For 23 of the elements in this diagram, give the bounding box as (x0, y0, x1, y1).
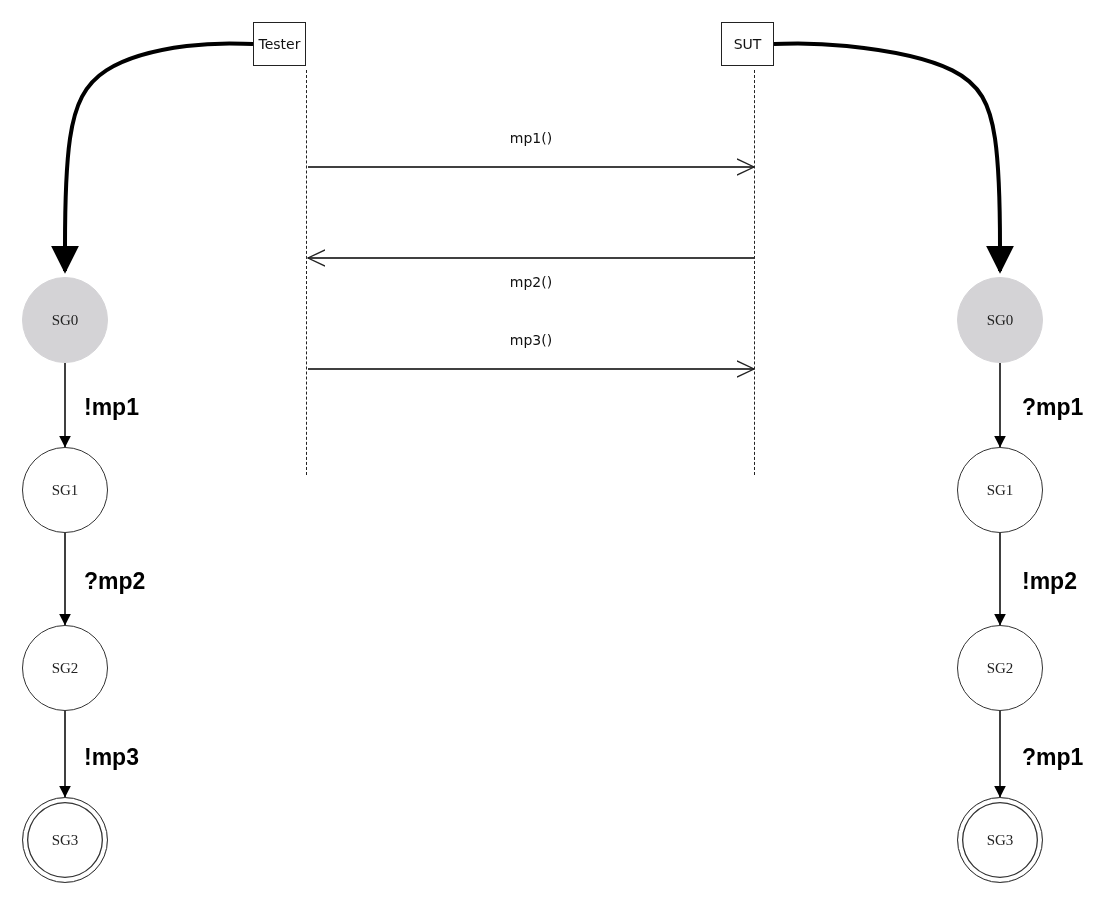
arrow (773, 41, 1014, 274)
initial-state-circle: SG0 (22, 277, 108, 363)
state-circle: SG1 (22, 447, 108, 533)
arrow (59, 532, 71, 626)
initial-state-circle: SG0 (957, 277, 1043, 363)
state-circle: SG2 (22, 625, 108, 711)
lifeline (306, 70, 308, 475)
lifeline-head-box: SUT (721, 22, 774, 66)
arrow (994, 710, 1006, 798)
arrow (59, 710, 71, 798)
final-state-circle: SG3 (957, 797, 1043, 883)
lifeline-head-box: Tester (253, 22, 306, 66)
lifeline (754, 70, 756, 475)
message-arrow (307, 249, 755, 267)
message-arrow (307, 158, 755, 176)
state-circle: SG1 (957, 447, 1043, 533)
arrow (51, 41, 254, 274)
message-arrow (307, 360, 755, 378)
state-circle: SG2 (957, 625, 1043, 711)
arrow (59, 362, 71, 448)
final-state-circle: SG3 (22, 797, 108, 883)
arrow (994, 362, 1006, 448)
arrow (994, 532, 1006, 626)
